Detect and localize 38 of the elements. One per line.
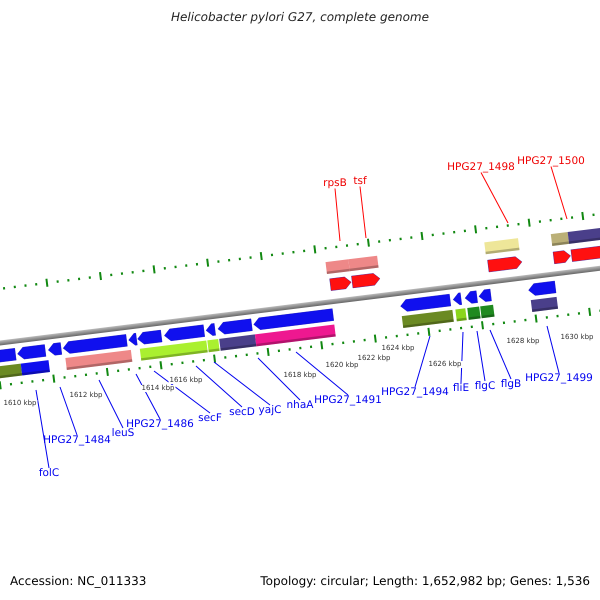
gene-label: HPG27_1500 [517,156,585,166]
gene-label: flgB [500,379,522,390]
leader-line [360,186,366,238]
accession-text: Accession: NC_011333 [10,575,146,587]
leader-line [460,332,464,384]
leader-line [136,374,160,420]
leader-line [480,172,508,224]
leader-line [98,380,124,428]
leader-line [214,362,270,406]
leader-line [154,370,210,414]
leader-line [550,166,568,220]
gene-label: tsf [353,176,367,186]
gene-label: secD [229,407,255,418]
leader-line [196,366,242,408]
leader-line [414,336,430,388]
leader-line [60,386,78,436]
gene-label: nhaA [286,400,314,410]
gene-label: HPG27_1498 [447,162,515,172]
genome-info-text: Topology: circular; Length: 1,652,982 bp; Genes: 1,536 [260,575,590,587]
leader-line [476,330,486,382]
gene-label: folC [38,468,60,478]
gene-label: leuS [112,428,134,438]
gene-label: yajC [258,405,282,416]
gene-label: rpsB [323,178,347,188]
leader-line [546,326,560,374]
gene-label: HPG27_1486 [126,419,194,430]
gene-label: HPG27_1494 [381,387,449,398]
gene-label: HPG27_1491 [314,395,382,406]
gene-label: flgC [474,381,496,392]
title: Helicobacter pylori G27, complete genome [171,11,429,23]
leader-line [36,390,50,468]
leader-line [334,188,340,242]
leader-line [296,352,348,396]
gene-label: fliE [452,383,470,394]
leader-line [490,330,512,380]
leader-line [258,358,300,400]
gene-label: HPG27_1499 [525,373,593,384]
gene-label: secF [198,413,222,424]
